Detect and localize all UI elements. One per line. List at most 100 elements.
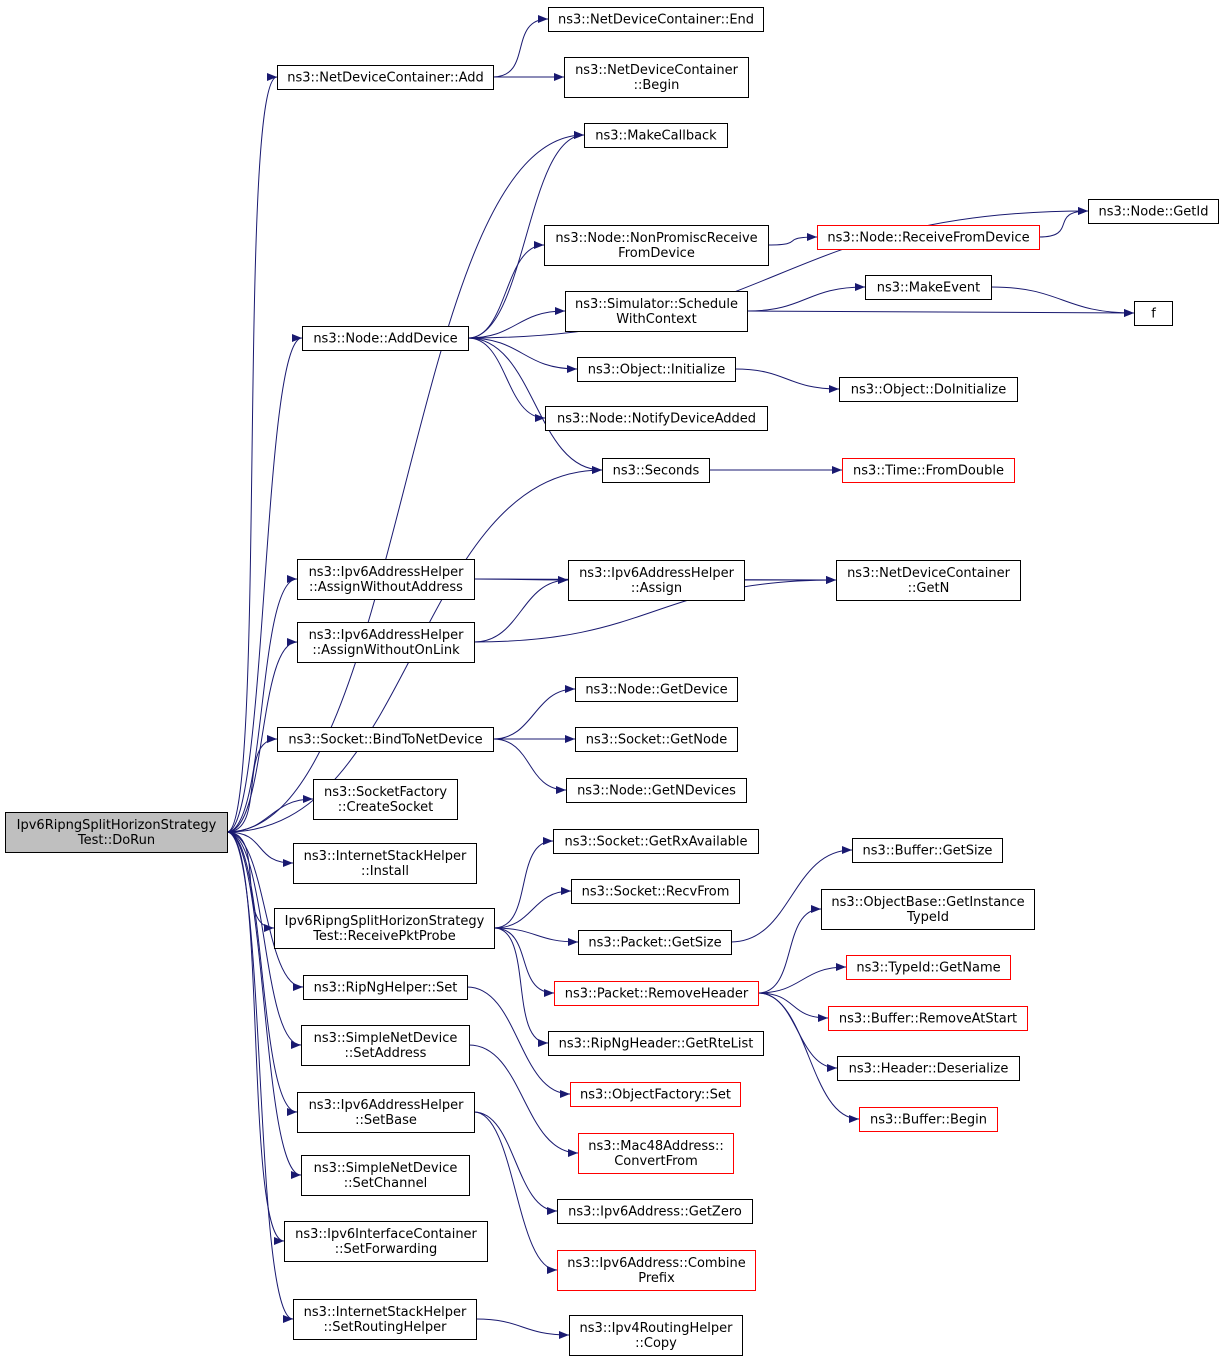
edge-line [226, 831, 302, 1049]
edge-line [730, 846, 853, 943]
node-getndevices[interactable]: ns3::Node::GetNDevices [566, 778, 747, 803]
node-typeid-getname[interactable]: ns3::TypeId::GetName [846, 955, 1011, 980]
node-box [1134, 301, 1173, 326]
node-notifyadded[interactable]: ns3::Node::NotifyDeviceAdded [545, 406, 768, 431]
node-objfactory-set[interactable]: ns3::ObjectFactory::Set [570, 1082, 741, 1107]
node-label-line: ns3::Seconds [613, 464, 700, 479]
node-snd-setaddress[interactable]: ns3::SimpleNetDevice::SetAddress [301, 1025, 470, 1066]
node-receivefrom[interactable]: ns3::Node::ReceiveFromDevice [817, 225, 1040, 250]
node-removeheader[interactable]: ns3::Packet::RemoveHeader [554, 981, 759, 1006]
node-label-line: ns3::ObjectBase::GetInstance [831, 895, 1024, 910]
node-ipv6ah-setbase[interactable]: ns3::Ipv6AddressHelper::SetBase [297, 1092, 475, 1133]
node-label-line: ns3::SocketFactory [324, 785, 447, 800]
edge-line [467, 337, 578, 373]
node-ipv6ic-setforwarding[interactable]: ns3::Ipv6InterfaceContainer::SetForwardi… [284, 1221, 488, 1262]
node-label-line: ns3::RipNgHeader::GetRteList [559, 1037, 754, 1052]
node-node-getdevice[interactable]: ns3::Node::GetDevice [575, 677, 738, 702]
edge-makeevent-to-f [990, 286, 1135, 317]
node-box [301, 1025, 470, 1066]
node-getrtelist[interactable]: ns3::RipNgHeader::GetRteList [548, 1031, 764, 1056]
node-ndc-add[interactable]: ns3::NetDeviceContainer::Add [277, 65, 494, 90]
edge-line [466, 986, 571, 1098]
node-ish-install[interactable]: ns3::InternetStackHelper::Install [293, 843, 477, 884]
node-label-line: ns3::Node::AddDevice [313, 332, 457, 347]
node-box [571, 879, 740, 904]
edge-line [493, 927, 555, 997]
node-bindtonetdev[interactable]: ns3::Socket::BindToNetDevice [277, 727, 494, 752]
edge-nonpromisc-to-receivefrom [767, 233, 818, 246]
node-fromdouble[interactable]: ns3::Time::FromDouble [842, 458, 1015, 483]
node-adddevice[interactable]: ns3::Node::AddDevice [302, 326, 469, 351]
node-ipv4rh-copy[interactable]: ns3::Ipv4RoutingHelper::Copy [569, 1315, 743, 1356]
node-box [852, 838, 1003, 863]
node-socket-getnode[interactable]: ns3::Socket::GetNode [575, 727, 738, 752]
edge-removeheader-to-buf_removeatstart [757, 992, 829, 1022]
node-assign-woaddr[interactable]: ns3::Ipv6AddressHelper::AssignWithoutAdd… [297, 559, 475, 600]
node-ripng-set[interactable]: ns3::RipNgHelper::Set [303, 975, 468, 1000]
node-createsocket[interactable]: ns3::SocketFactory::CreateSocket [313, 779, 458, 820]
edge-removeheader-to-getinstancetypeid [757, 905, 822, 994]
node-label-line: ns3::Ipv6InterfaceContainer [295, 1227, 477, 1242]
node-ndc-begin[interactable]: ns3::NetDeviceContainer::Begin [564, 57, 749, 98]
node-box [297, 559, 475, 600]
edge-pkt_getsize-to-buf_getsize [730, 846, 853, 943]
node-getrxavail[interactable]: ns3::Socket::GetRxAvailable [553, 829, 759, 854]
node-ndc-end[interactable]: ns3::NetDeviceContainer::End [548, 7, 764, 32]
node-f[interactable]: f [1134, 301, 1173, 326]
node-seconds[interactable]: ns3::Seconds [602, 458, 710, 483]
node-box [575, 677, 738, 702]
edge-root-to-assign_wolink [226, 638, 298, 833]
node-buf-begin[interactable]: ns3::Buffer::Begin [859, 1107, 998, 1132]
node-box [284, 1221, 488, 1262]
edge-obj_init-to-obj_doinit [734, 368, 840, 393]
node-ipv6addr-getzero[interactable]: ns3::Ipv6Address::GetZero [557, 1199, 753, 1224]
node-header-deserialize[interactable]: ns3::Header::Deserialize [837, 1056, 1020, 1081]
node-label-line: WithContext [616, 312, 696, 327]
node-snd-setchannel[interactable]: ns3::SimpleNetDevice::SetChannel [301, 1155, 470, 1196]
node-label-line: Ipv6RipngSplitHorizonStrategy [285, 914, 485, 929]
node-box [277, 65, 494, 90]
edge-bindtonetdev-to-node_getdevice [492, 685, 576, 740]
edge-line [734, 368, 840, 393]
node-box [297, 1092, 475, 1133]
node-buf-getsize[interactable]: ns3::Buffer::GetSize [852, 838, 1003, 863]
edge-line [226, 73, 278, 833]
node-box [564, 57, 749, 98]
node-receivepktprobe[interactable]: Ipv6RipngSplitHorizonStrategyTest::Recei… [274, 908, 495, 949]
node-ish-setroutinghelper[interactable]: ns3::InternetStackHelper::SetRoutingHelp… [293, 1299, 477, 1340]
node-box [565, 291, 748, 332]
node-makecallback[interactable]: ns3::MakeCallback [584, 123, 728, 148]
node-obj-init[interactable]: ns3::Object::Initialize [577, 357, 736, 382]
node-assign[interactable]: ns3::Ipv6AddressHelper::Assign [568, 560, 745, 601]
node-label-line: ns3::Buffer::RemoveAtStart [839, 1012, 1017, 1027]
node-assign-wolink[interactable]: ns3::Ipv6AddressHelper::AssignWithoutOnL… [297, 622, 475, 663]
node-box [545, 406, 768, 431]
node-box [544, 225, 769, 266]
edge-line [492, 15, 549, 78]
node-box [1088, 199, 1219, 224]
node-label-line: ns3::Node::NotifyDeviceAdded [557, 412, 756, 427]
node-label-line: ns3::Node::GetDevice [585, 683, 727, 698]
edge-root-to-ripng_set [226, 831, 304, 991]
node-label-line: ::Install [361, 864, 409, 879]
node-ndc-getn[interactable]: ns3::NetDeviceContainer::GetN [836, 560, 1021, 601]
node-node-getid[interactable]: ns3::Node::GetId [1088, 199, 1219, 224]
node-makeevent[interactable]: ns3::MakeEvent [865, 275, 992, 300]
node-box [817, 225, 1040, 250]
node-label-line: ns3::Ipv6AddressHelper [309, 628, 465, 643]
node-mac48-convertfrom[interactable]: ns3::Mac48Address::ConvertFrom [578, 1133, 734, 1174]
edge-adddevice-to-nonpromisc [467, 241, 545, 339]
node-buf-removeatstart[interactable]: ns3::Buffer::RemoveAtStart [828, 1006, 1028, 1031]
node-recvfrom[interactable]: ns3::Socket::RecvFrom [571, 879, 740, 904]
node-box [568, 560, 745, 601]
edge-root-to-ish_install [226, 831, 294, 867]
node-box [293, 843, 477, 884]
node-obj-doinit[interactable]: ns3::Object::DoInitialize [839, 377, 1018, 402]
node-pkt-getsize[interactable]: ns3::Packet::GetSize [578, 930, 732, 955]
